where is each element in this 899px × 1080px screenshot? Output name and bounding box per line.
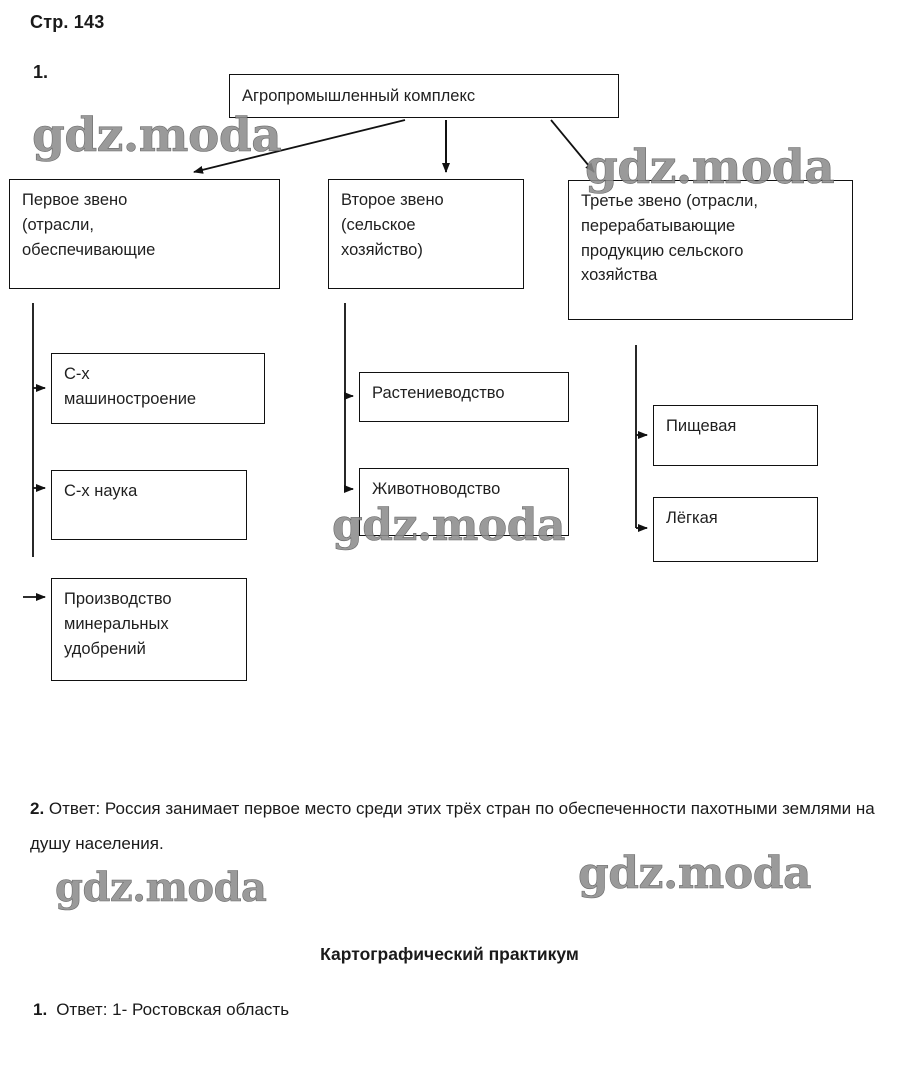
practicum-item-text: Ответ: 1- Ростовская область	[56, 1000, 290, 1019]
practicum-item-1: 1. Ответ: 1- Ростовская область	[33, 1000, 289, 1020]
watermark-gdz-moda: gdz.moda	[585, 140, 835, 196]
diagram-node-agri-machinery: С-х машиностроение	[51, 353, 265, 424]
task-2-answer: 2. Ответ: Россия занимает первое место с…	[30, 792, 880, 862]
watermark-gdz-moda: gdz.moda	[578, 848, 812, 900]
diagram-node-root: Агропромышленный комплекс	[229, 74, 619, 118]
diagram-node-livestock-production: Животноводство	[359, 468, 569, 536]
practicum-heading: Картографический практикум	[320, 944, 579, 964]
watermark-gdz-moda: gdz.moda	[55, 864, 268, 912]
diagram-node-link3: Третье звено (отрасли, перерабатывающие …	[568, 180, 853, 320]
diagram-node-agri-science: С-х наука	[51, 470, 247, 540]
watermark-gdz-moda: gdz.moda	[32, 108, 282, 164]
watermark-gdz-moda: gdz.moda	[332, 500, 566, 552]
practicum-item-number: 1.	[33, 1000, 48, 1019]
diagram-node-mineral-fertilizers: Производство минеральных удобрений	[51, 578, 247, 681]
diagram-node-link2: Второе звено (сельское хозяйство)	[328, 179, 524, 289]
diagram-node-light-industry: Лёгкая	[653, 497, 818, 562]
diagram-node-link1: Первое звено (отрасли, обеспечивающие	[9, 179, 280, 289]
page-number-label: Стр. 143	[30, 12, 105, 32]
diagram-node-crop-production: Растениеводство	[359, 372, 569, 422]
diagram-node-food-industry: Пищевая	[653, 405, 818, 466]
task-2-number: 2.	[30, 799, 45, 818]
task-2-text: Ответ: Россия занимает первое место сред…	[30, 799, 875, 853]
task-1-number: 1.	[33, 62, 49, 82]
